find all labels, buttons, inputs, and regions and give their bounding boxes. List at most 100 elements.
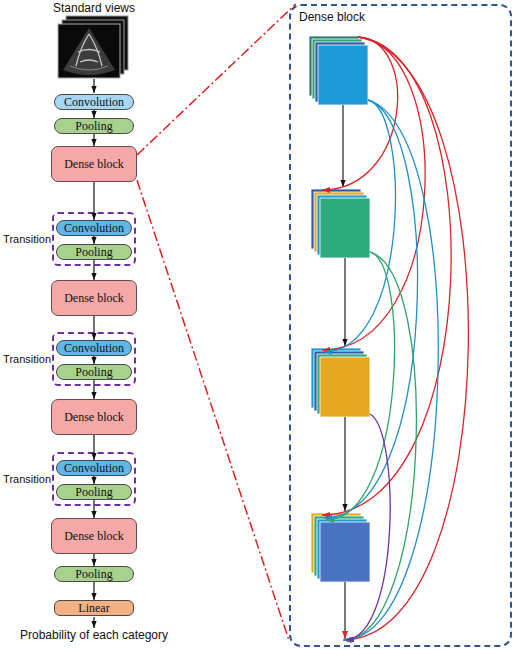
pooling-layer: Pooling [54,118,134,134]
flow-arrow [93,182,94,220]
transition-group: TransitionConvolutionPooling [52,332,136,386]
box-label: Convolution [64,341,124,356]
box-label: Pooling [75,119,112,134]
feature-map [314,516,364,576]
group-heading: Dense block [299,10,365,24]
image-frame [58,24,120,78]
box-label: Dense block [64,157,124,172]
dense-block: Dense block [51,399,137,435]
box-label: Convolution [64,95,124,110]
convolution-layer: Convolution [54,94,134,110]
feature-map [318,45,368,105]
flow-arrow [93,476,94,484]
pooling-layer: Pooling [54,566,134,582]
group-heading: Transition [3,233,51,245]
feature-map-stack [311,189,370,258]
feature-map [314,351,364,411]
box-label: Pooling [75,365,112,380]
feature-map [311,189,361,249]
box-label: Dense block [64,529,124,544]
flow-arrow [93,260,94,280]
flow-arrow [93,500,94,518]
flow-arrow [344,582,345,639]
skip-connection [322,37,425,350]
feature-map [312,39,362,99]
feature-map [314,192,364,252]
box-label: Pooling [75,567,112,582]
flow-arrow [93,79,94,93]
dense-block: Dense block [51,146,137,182]
flow-arrow [93,582,94,600]
image-frame [66,16,128,70]
output-label: Probability of each category [0,628,188,642]
edge-group [94,4,296,641]
flow-arrow [344,417,345,511]
box-label: Pooling [75,245,112,260]
ultrasound-image [58,16,128,78]
dense-block-detail: Dense block [289,4,512,647]
flow-arrow [93,435,94,460]
feature-map [309,36,359,96]
skip-connection [326,252,395,520]
feature-map-stack [311,513,370,582]
transition-group: TransitionConvolutionPooling [52,212,136,266]
feature-map [320,522,370,582]
box-label: Linear [78,601,109,616]
skip-connection [322,37,451,515]
flow-arrow [93,554,94,566]
pooling-layer: Pooling [56,484,132,500]
feature-map-stack [311,348,370,417]
flow-arrow [93,236,94,244]
dense-block: Dense block [51,280,137,316]
box-label: Dense block [64,410,124,425]
skip-connection [322,37,398,190]
zoom-guide-line [137,4,296,155]
group-heading: Transition [3,353,51,365]
feature-map [320,357,370,417]
skip-connection [346,414,390,640]
input-label: Standard views [24,1,164,15]
convolution-layer: Convolution [56,340,132,356]
flow-arrow [93,356,94,364]
box-label: Convolution [64,461,124,476]
dense-connections [322,37,468,640]
heart-structure [70,66,108,70]
flow-arrow [93,316,94,340]
feature-map-stack [309,36,368,105]
convolution-layer: Convolution [56,460,132,476]
feature-map [320,198,370,258]
zoom-guide-line [137,180,289,640]
feature-map [317,195,367,255]
flow-arrow [93,380,94,399]
heart-structure [76,34,102,66]
dense-block: Dense block [51,518,137,554]
box-label: Convolution [64,221,124,236]
feature-map [317,354,367,414]
skip-connection [324,100,417,518]
box-label: Dense block [64,291,124,306]
image-frame [62,20,124,74]
flow-arrow [342,105,343,187]
skip-connection [343,37,468,640]
convolution-layer: Convolution [56,220,132,236]
flow-arrow [93,110,94,118]
flow-arrow [93,617,94,628]
feature-map [315,42,365,102]
flow-arrow [93,134,94,146]
feature-map [317,519,367,579]
skip-connection [344,100,438,640]
feature-map [311,348,361,408]
skip-connection [345,252,416,640]
feature-map [311,513,361,573]
box-label: Pooling [75,485,112,500]
ultrasound-sector [63,28,115,75]
group-heading: Transition [3,473,51,485]
transition-group: TransitionConvolutionPooling [52,452,136,506]
pooling-layer: Pooling [56,364,132,380]
pooling-layer: Pooling [56,244,132,260]
skip-connection [324,100,395,352]
linear-layer: Linear [54,600,134,616]
